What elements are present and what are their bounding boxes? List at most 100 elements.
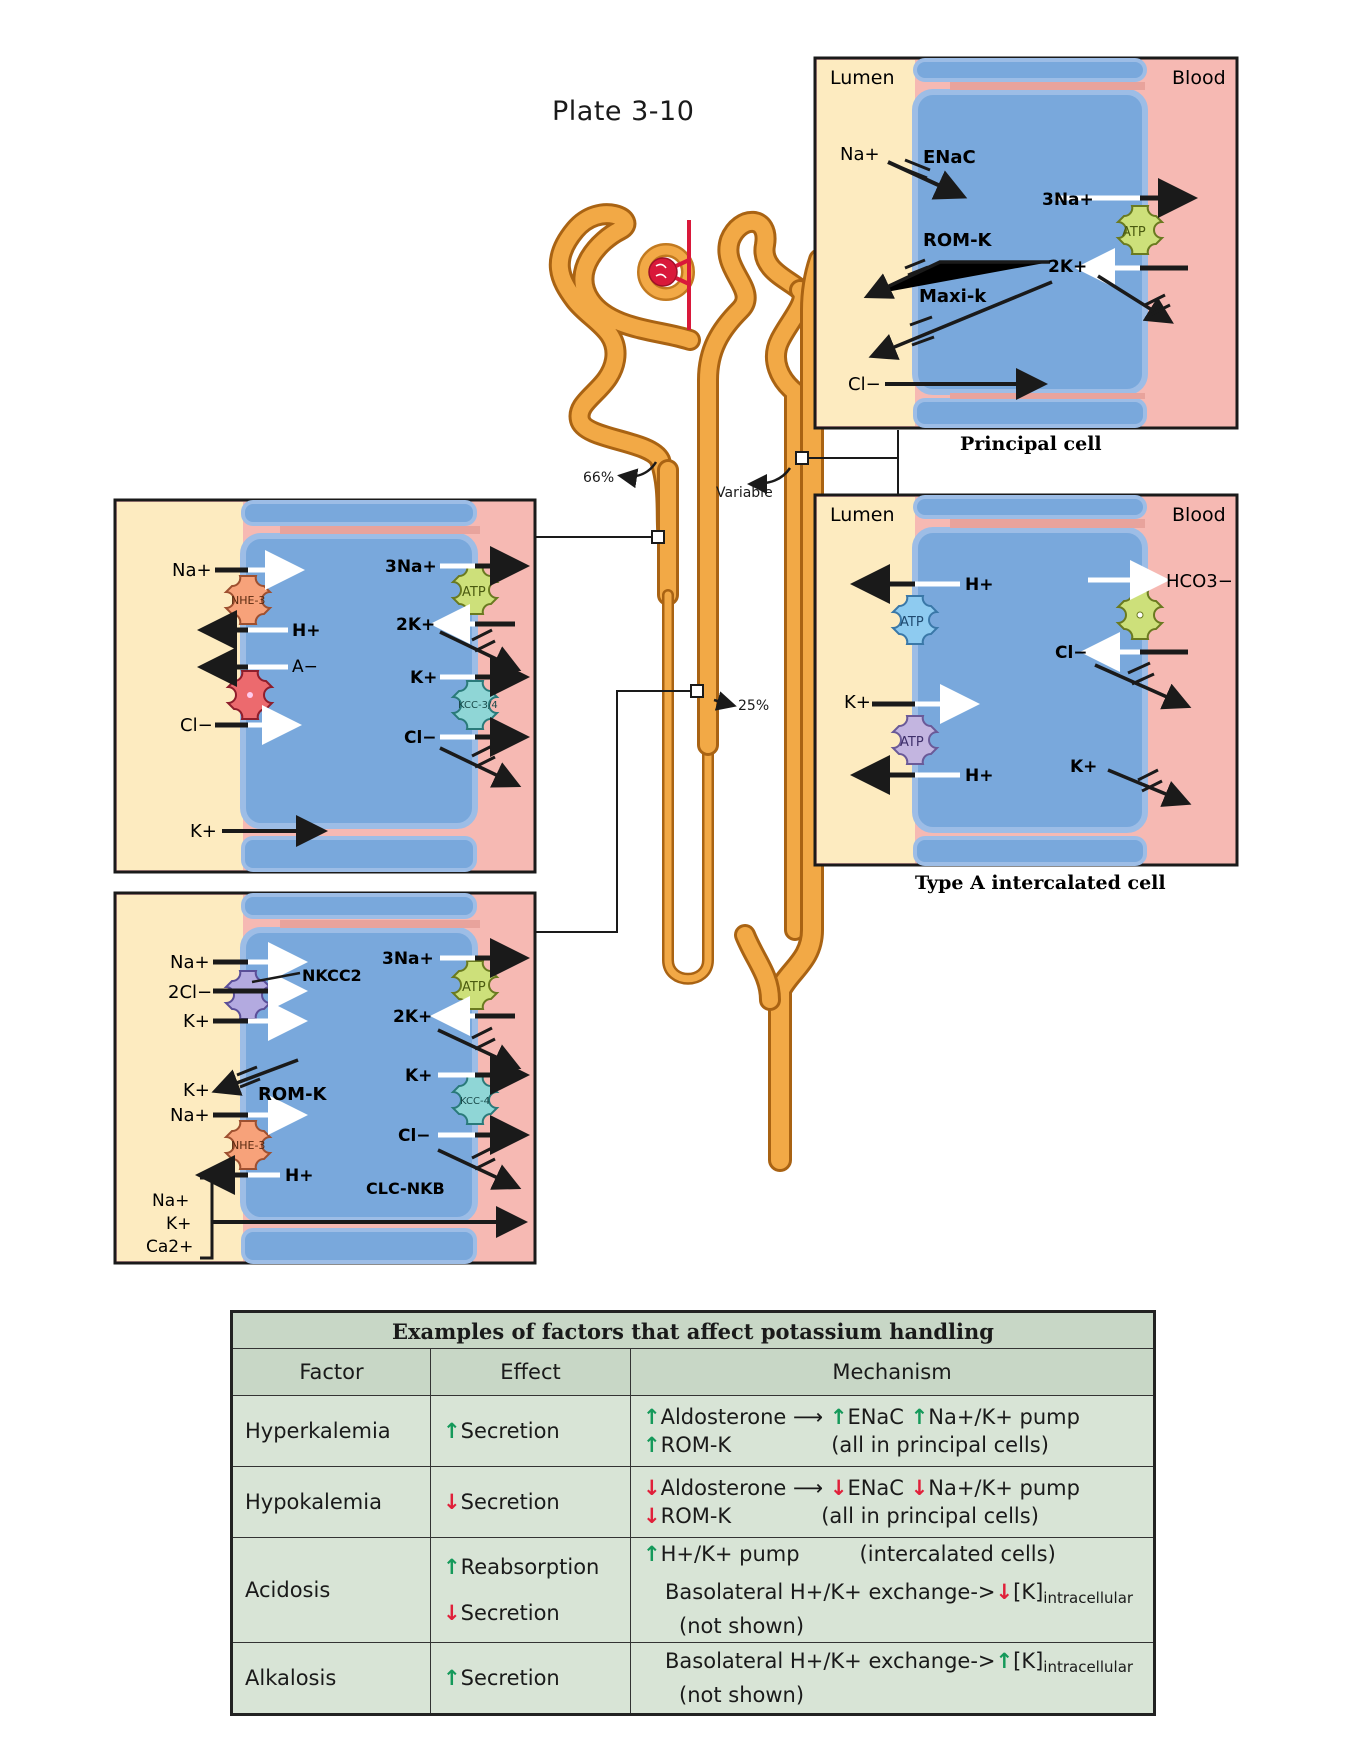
tal-3na-label: 3Na+ <box>382 949 434 969</box>
pct-tal-label: 25% <box>738 698 769 714</box>
up-arrow-icon: ↑ <box>643 1405 661 1429</box>
tal-cell-panel <box>113 891 537 1265</box>
intercalated-k-right-label: K+ <box>1070 757 1097 777</box>
mech-subscript: intracellular <box>1043 1589 1134 1607</box>
mechanism-cell: ↑H+/K+ pump (intercalated cells) Basolate… <box>631 1538 1153 1642</box>
table-row: Hypokalemia ↓Secretion ↓Aldosterone ⟶ ↓E… <box>233 1467 1153 1538</box>
up-arrow-icon: ↑ <box>995 1649 1014 1673</box>
up-arrow-icon: ↑ <box>643 1433 661 1457</box>
intercalated-cell-panel <box>813 493 1239 867</box>
down-arrow-icon: ↓ <box>910 1476 929 1500</box>
principal-2k-label: 2K+ <box>1048 257 1087 277</box>
glomerulus <box>637 220 695 330</box>
right-arrow-icon: ⟶ <box>793 1476 824 1500</box>
mech-text: [K] <box>1013 1649 1044 1673</box>
proximal-cell-panel <box>113 498 537 874</box>
principal-blood-label: Blood <box>1172 67 1226 89</box>
tal-para-k-label: K+ <box>166 1214 191 1234</box>
tal-nkcc2-label: NKCC2 <box>302 966 362 985</box>
mech-text: Aldosterone <box>660 1476 787 1500</box>
mech-text: (not shown) <box>679 1683 805 1707</box>
up-arrow-icon: ↑ <box>443 1666 461 1690</box>
pct-collecting-label: Variable <box>716 485 773 501</box>
intercalated-blood-label: Blood <box>1172 504 1226 526</box>
connector-lines <box>535 430 899 933</box>
mech-text: Na+/K+ pump <box>928 1405 1080 1429</box>
tal-kcc-label: KCC-4 <box>460 1096 490 1107</box>
down-arrow-icon: ↓ <box>643 1504 661 1528</box>
mech-text: Basolateral H+/K+ exchange-> <box>665 1580 996 1604</box>
potassium-factors-table: Examples of factors that affect potassiu… <box>230 1310 1156 1716</box>
intercalated-h-top-label: H+ <box>965 575 993 595</box>
proximal-na-label: Na+ <box>172 560 212 581</box>
mech-text: ROM-K <box>660 1504 732 1528</box>
mechanism-cell: ↑Aldosterone ⟶ ↑ENaC ↑Na+/K+ pump ↑ROM-K… <box>631 1396 1153 1466</box>
proximal-cl-left-label: Cl− <box>180 715 213 736</box>
intercalated-cl-label: Cl− <box>1055 643 1088 663</box>
table-row: Hyperkalemia ↑Secretion ↑Aldosterone ⟶ ↑… <box>233 1396 1153 1467</box>
mech-text: Aldosterone <box>660 1405 787 1429</box>
tal-k-romk-label: K+ <box>183 1080 210 1101</box>
proximal-cl-right-label: Cl− <box>404 728 437 748</box>
effect-cell: ↑Secretion <box>431 1396 631 1466</box>
down-arrow-icon: ↓ <box>443 1490 461 1514</box>
effect-cell: ↑Secretion <box>431 1643 631 1713</box>
principal-na-label: Na+ <box>840 144 880 165</box>
factor-cell: Alkalosis <box>233 1643 431 1713</box>
mech-text: (all in principal cells) <box>831 1433 1049 1457</box>
mech-text: H+/K+ pump <box>660 1542 800 1566</box>
principal-cell-panel <box>813 56 1239 430</box>
intercalated-hco3-label: HCO3− <box>1166 571 1233 592</box>
effect-text: Reabsorption <box>460 1555 600 1579</box>
tal-2k-label: 2K+ <box>393 1007 432 1027</box>
table-title: Examples of factors that affect potassiu… <box>233 1313 1153 1349</box>
down-arrow-icon: ↓ <box>995 1580 1014 1604</box>
mechanism-cell: Basolateral H+/K+ exchange->↑[K]intracel… <box>631 1643 1153 1713</box>
intercalated-cell-caption: Type A intercalated cell <box>915 872 1166 894</box>
tal-para-ca-label: Ca2+ <box>146 1237 193 1257</box>
mech-text: (not shown) <box>679 1614 805 1638</box>
intercalated-lumen-label: Lumen <box>830 504 895 526</box>
header-effect: Effect <box>431 1349 631 1395</box>
table-header-row: Factor Effect Mechanism <box>233 1349 1153 1396</box>
up-arrow-icon: ↑ <box>643 1542 661 1566</box>
proximal-h-label: H+ <box>292 621 320 641</box>
effect-cell: ↓Secretion <box>431 1467 631 1537</box>
table-row: Alkalosis ↑Secretion Basolateral H+/K+ e… <box>233 1643 1153 1713</box>
nephron-tubule <box>548 203 832 1172</box>
up-arrow-icon: ↑ <box>443 1419 461 1443</box>
principal-atp-label: ATP <box>1122 225 1146 240</box>
proximal-k-para-label: K+ <box>190 821 217 842</box>
principal-romk-label: ROM-K <box>923 230 993 251</box>
mechanism-cell: ↓Aldosterone ⟶ ↓ENaC ↓Na+/K+ pump ↓ROM-K… <box>631 1467 1153 1537</box>
factor-cell: Hypokalemia <box>233 1467 431 1537</box>
proximal-k-label: K+ <box>410 668 437 688</box>
mech-text: ENaC <box>847 1476 904 1500</box>
proximal-3na-label: 3Na+ <box>385 557 437 577</box>
intercalated-atp-top-label: ATP <box>900 615 924 630</box>
plate-title: Plate 3-10 <box>552 96 695 127</box>
principal-cell-caption: Principal cell <box>960 433 1102 455</box>
factor-cell: Acidosis <box>233 1538 431 1642</box>
down-arrow-icon: ↓ <box>643 1476 661 1500</box>
effect-text: Secretion <box>460 1601 560 1625</box>
tal-clcnkb-label: CLC-NKB <box>366 1179 445 1198</box>
factor-cell: Hyperkalemia <box>233 1396 431 1466</box>
tal-atp-label: ATP <box>462 980 486 995</box>
percent-arrows <box>617 461 792 711</box>
principal-lumen-label: Lumen <box>830 67 895 89</box>
mech-text: (intercalated cells) <box>859 1542 1056 1566</box>
tal-k1-label: K+ <box>183 1011 210 1032</box>
up-arrow-icon: ↑ <box>443 1555 461 1579</box>
right-arrow-icon: ⟶ <box>793 1405 824 1429</box>
down-arrow-icon: ↓ <box>829 1476 848 1500</box>
proximal-2k-label: 2K+ <box>396 615 435 635</box>
mech-subscript: intracellular <box>1043 1658 1134 1676</box>
effect-text: Secretion <box>460 1419 560 1443</box>
header-factor: Factor <box>233 1349 431 1395</box>
effect-cell: ↑Reabsorption ↓Secretion <box>431 1538 631 1642</box>
down-arrow-icon: ↓ <box>443 1601 461 1625</box>
proximal-atp-label: ATP <box>462 585 486 600</box>
mech-text: [K] <box>1013 1580 1044 1604</box>
effect-text: Secretion <box>460 1490 560 1514</box>
